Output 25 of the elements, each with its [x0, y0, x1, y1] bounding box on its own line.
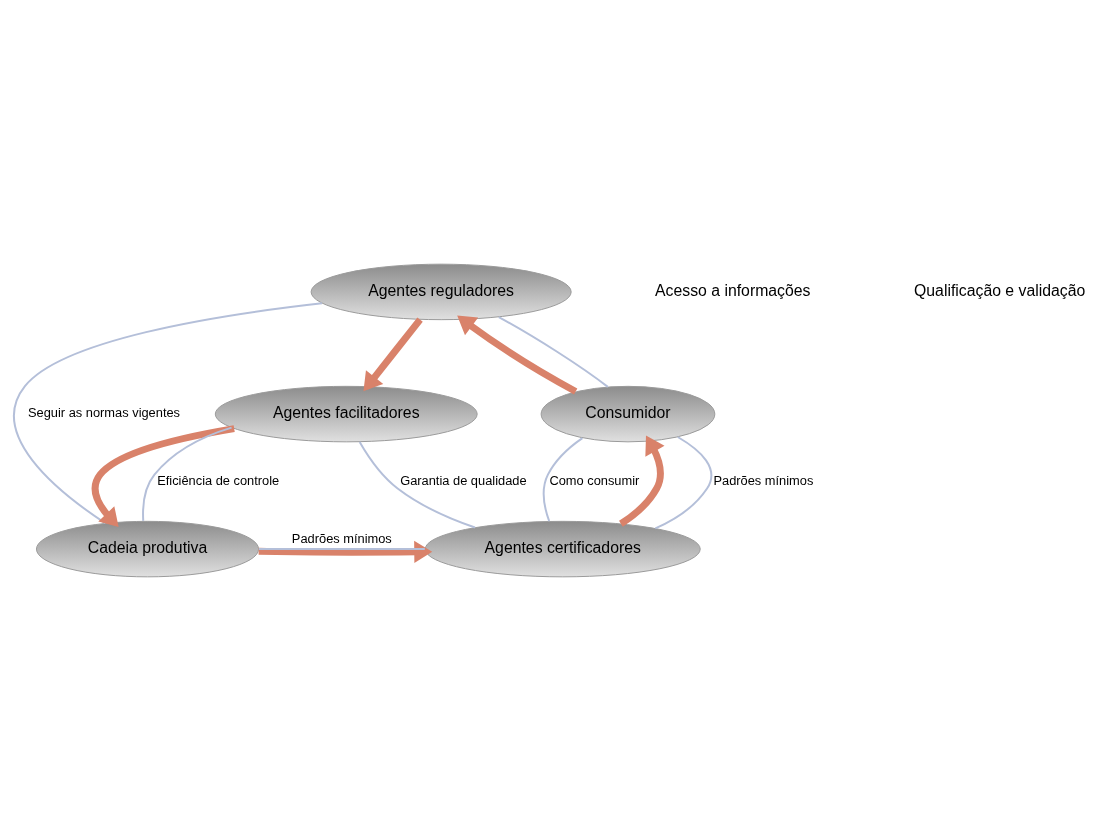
connector	[358, 440, 476, 528]
connector	[497, 315, 609, 388]
connector	[654, 435, 713, 529]
arrow	[258, 540, 433, 563]
connector	[13, 301, 323, 524]
label: Qualificação e validação	[914, 281, 1086, 299]
edge-label: Eficiência de controle	[157, 472, 280, 488]
arrow	[619, 435, 665, 527]
edge-label: Como consumir	[549, 472, 640, 488]
label: Acesso a informações	[655, 281, 811, 299]
connector	[142, 426, 233, 522]
arrow	[363, 316, 423, 391]
edge-label: Padrões mínimos	[291, 530, 392, 546]
node-ellipse: Agentes facilitadores	[214, 385, 478, 442]
node-ellipse: Consumidor	[540, 385, 716, 442]
arrow	[91, 424, 235, 527]
node-ellipse: Agentes certificadores	[424, 520, 701, 577]
edge-label: Padrões mínimos	[713, 472, 814, 488]
node-ellipse: Cadeia produtiva	[35, 520, 260, 577]
connector	[542, 436, 584, 522]
edge-label: Seguir as normas vigentes	[28, 404, 181, 420]
connector	[257, 547, 426, 550]
node-ellipse: Agentes reguladores	[310, 263, 572, 320]
arrow	[457, 315, 578, 395]
edge-label: Garantia de qualidade	[400, 472, 527, 488]
